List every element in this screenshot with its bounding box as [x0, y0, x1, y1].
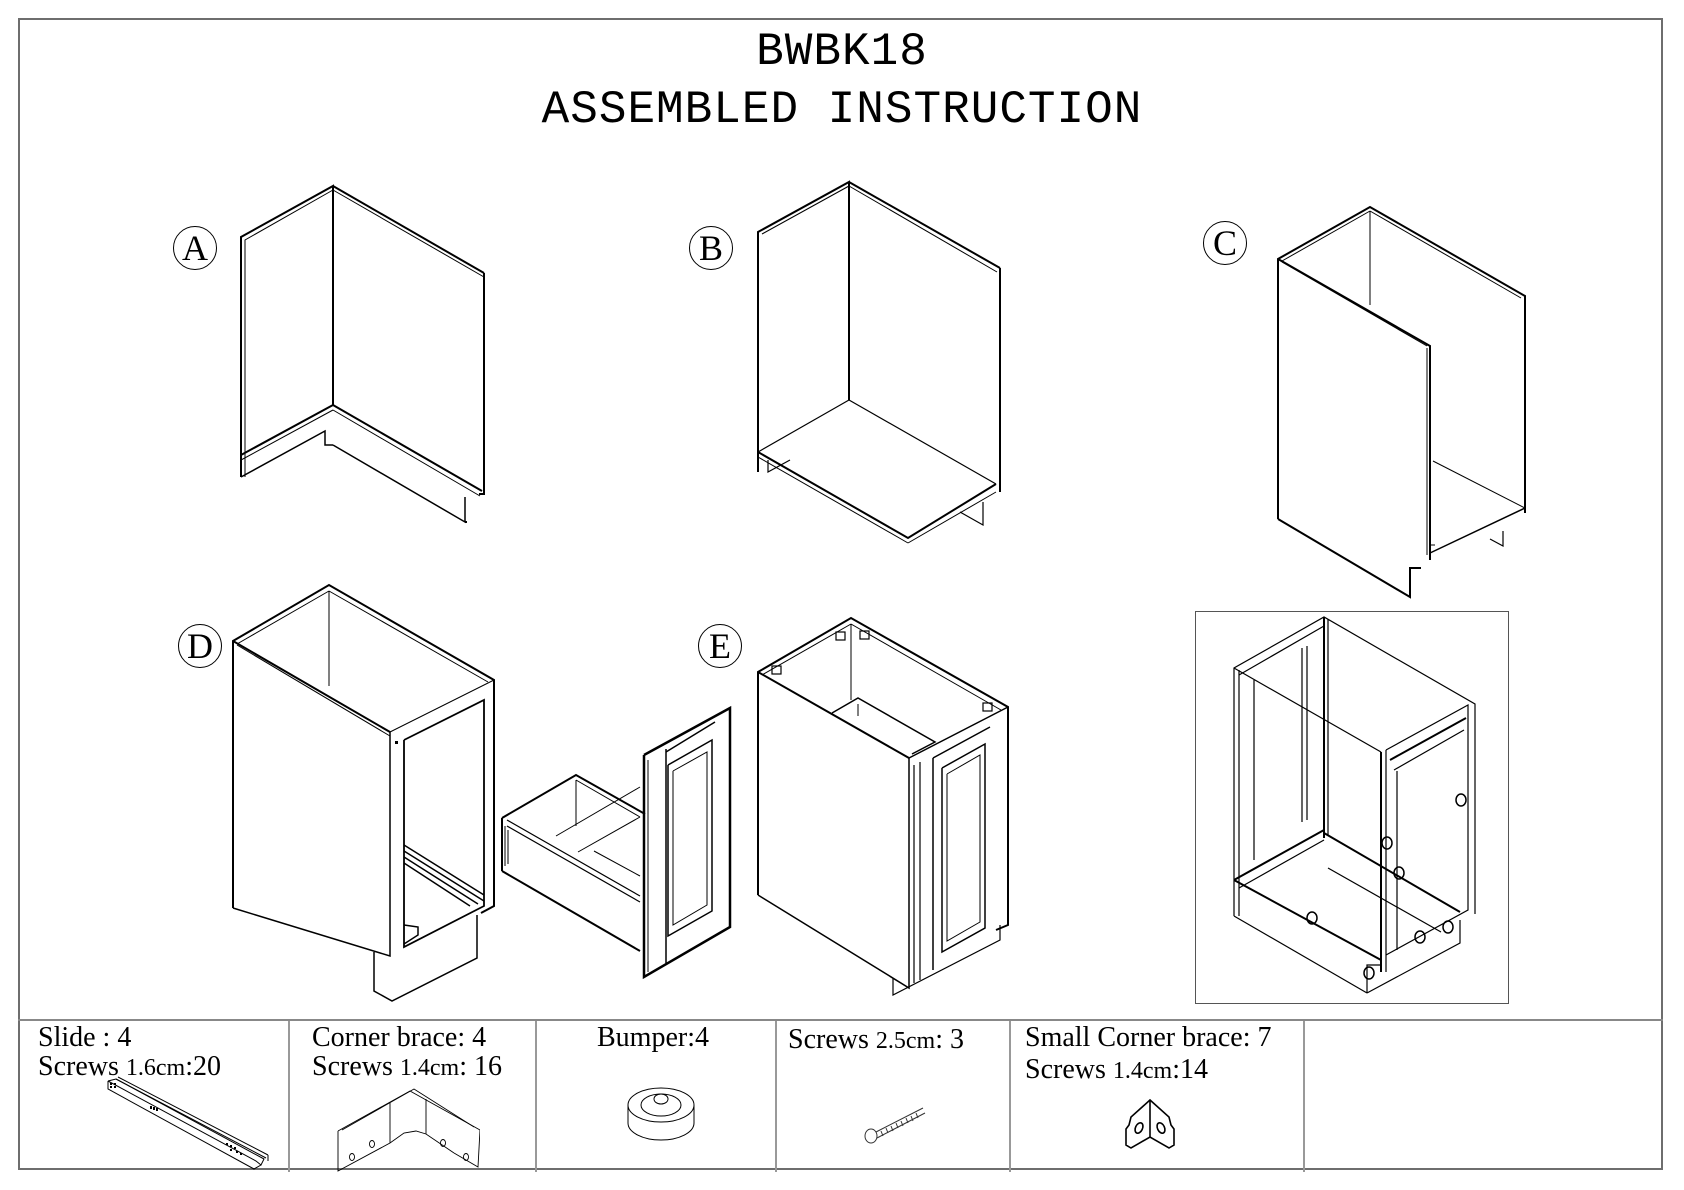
- part-corner-brace: Corner brace: 4 Screws 1.4cm: 16: [290, 1021, 537, 1172]
- screws-word: Screws: [38, 1051, 119, 1082]
- screw-size: 1.6cm: [125, 1055, 186, 1081]
- screw-icon: [864, 1107, 926, 1144]
- step-badge-b: B: [689, 226, 733, 270]
- screw-count: :14: [1172, 1054, 1208, 1085]
- part-bumper: Bumper:4: [537, 1021, 777, 1172]
- step-d-drawing: [232, 583, 495, 1002]
- part-corner-brace-label: Corner brace: 4: [312, 1022, 487, 1053]
- screws-word: Screws: [312, 1051, 393, 1082]
- step-a-drawing: [240, 184, 485, 524]
- bumper-icon: [627, 1087, 695, 1141]
- part-slide-label: Slide : 4: [38, 1022, 132, 1053]
- part-screws: Screws 2.5cm: 3: [777, 1021, 1011, 1172]
- instruction-sheet-border: [18, 18, 1663, 1170]
- step-b-drawing: [757, 180, 1001, 544]
- screw-count: : 3: [935, 1024, 964, 1055]
- part-screws-label: Screws 2.5cm: 3: [788, 1025, 964, 1056]
- screw-count: :20: [185, 1051, 221, 1082]
- part-bumper-label: Bumper:4: [597, 1022, 709, 1053]
- step-badge-c: C: [1203, 221, 1247, 265]
- screw-size: 2.5cm: [875, 1028, 936, 1054]
- step-e-drawing: [757, 616, 1009, 996]
- step-badge-d: D: [178, 624, 222, 668]
- screws-word: Screws: [1025, 1054, 1106, 1085]
- part-small-corner-brace-label: Small Corner brace: 7: [1025, 1022, 1272, 1053]
- wireframe-assembled-view: [1233, 616, 1476, 994]
- part-slide-screws: Screws 1.6cm:20: [38, 1052, 221, 1083]
- wireframe-view-frame: [1195, 611, 1509, 1004]
- part-slide: Slide : 4 Screws 1.6cm:20: [18, 1021, 290, 1172]
- model-number: BWBK18: [756, 26, 928, 78]
- part-small-corner-brace-screws: Screws 1.4cm:14: [1025, 1055, 1208, 1086]
- corner-brace-icon: [337, 1088, 480, 1172]
- step-c-drawing: [1277, 205, 1526, 599]
- screws-word: Screws: [788, 1024, 869, 1055]
- part-corner-brace-screws: Screws 1.4cm: 16: [312, 1052, 502, 1083]
- step-badge-a: A: [173, 226, 217, 270]
- screw-size: 1.4cm: [399, 1055, 460, 1081]
- document-title: ASSEMBLED INSTRUCTION: [541, 84, 1143, 136]
- drawer-and-door-drawing: [501, 705, 732, 980]
- drawer-slide-icon: [107, 1076, 269, 1170]
- parts-list: Slide : 4 Screws 1.6cm:20: [18, 1019, 1663, 1172]
- part-small-corner-brace: Small Corner brace: 7 Screws 1.4cm:14: [1011, 1021, 1305, 1172]
- step-badge-e: E: [698, 624, 742, 668]
- screw-size: 1.4cm: [1112, 1058, 1173, 1084]
- small-corner-brace-icon: [1125, 1098, 1175, 1149]
- screw-count: : 16: [459, 1051, 502, 1082]
